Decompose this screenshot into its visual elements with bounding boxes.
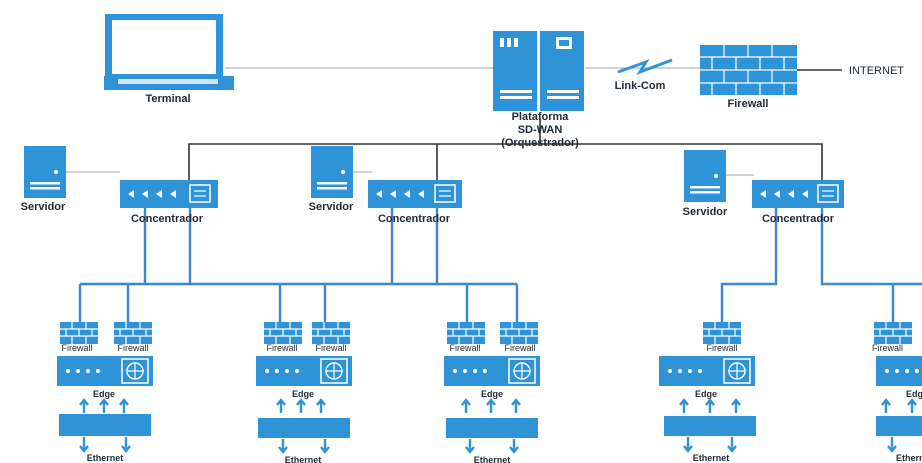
firewall-main-label: Firewall — [728, 98, 769, 110]
firewall-label: Firewall — [706, 343, 737, 353]
platform-label-3: (Orquestrador) — [501, 137, 579, 149]
ethernet-switch-icon — [258, 398, 350, 454]
firewall-label: Firewall — [117, 343, 148, 353]
firewall-label: Firewall — [266, 343, 297, 353]
tower-server-icon — [311, 146, 353, 198]
ethernet-label: Ethernet — [474, 455, 511, 463]
concentrador-label-2: Concentrador — [378, 213, 451, 225]
brick-firewall-icon — [312, 322, 350, 344]
edge-label: Edge — [906, 389, 922, 399]
ethernet-label: Ethernet — [693, 453, 730, 463]
switch-icon — [368, 180, 462, 208]
ethernet-switch-icon — [446, 398, 538, 454]
ethernet-label: Ethernet — [285, 455, 322, 463]
laptop-icon — [104, 14, 234, 90]
edge-label: Edge — [481, 389, 503, 399]
distribution-wires — [78, 208, 922, 322]
brick-firewall-icon — [500, 322, 538, 344]
firewall-label: Firewall — [449, 343, 480, 353]
edge-router-icon — [57, 356, 153, 386]
brick-firewall-icon — [874, 322, 912, 344]
brick-firewall-icon — [60, 322, 98, 344]
ethernet-label: Ethernet — [896, 453, 922, 463]
platform-label-2: SD-WAN — [518, 124, 563, 136]
edge-label: Edge — [292, 389, 314, 399]
edge-router-icon — [444, 356, 540, 386]
switch-icon — [752, 180, 844, 208]
switch-icon — [120, 180, 218, 208]
edge-router-icon — [256, 356, 352, 386]
ethernet-switch-icon — [664, 398, 756, 453]
tower-server-icon — [24, 146, 66, 198]
tower-server-icon — [684, 150, 726, 202]
servidor-label-2: Servidor — [309, 201, 354, 213]
concentrador-label-1: Concentrador — [131, 213, 204, 225]
edge-router-icon — [876, 356, 922, 386]
terminal-label: Terminal — [145, 93, 190, 105]
platform-label-1: Plataforma — [512, 111, 570, 123]
edge-label: Edge — [93, 389, 115, 399]
internet-label: INTERNET — [849, 65, 904, 77]
firewall-label: Firewall — [315, 343, 346, 353]
ethernet-label: Ethernet — [87, 453, 124, 463]
concentrador-label-3: Concentrador — [762, 213, 835, 225]
ethernet-switch-icon — [876, 398, 922, 453]
server-rack-icon — [493, 31, 584, 111]
lightning-icon — [617, 58, 673, 75]
brick-firewall-icon — [703, 322, 741, 344]
brick-firewall-icon — [114, 322, 152, 344]
backbone-bus — [188, 143, 823, 186]
firewall-label: Firewall — [61, 343, 92, 353]
linkcom-label: Link-Com — [615, 80, 666, 92]
ethernet-switch-icon — [59, 398, 151, 453]
servidor-label-3: Servidor — [683, 206, 728, 218]
firewall-label: Firewall — [872, 343, 903, 353]
brick-firewall-icon — [700, 45, 797, 95]
brick-firewall-icon — [264, 322, 302, 344]
edge-router-icon — [659, 356, 755, 386]
edge-label: Edge — [695, 389, 717, 399]
brick-firewall-icon — [447, 322, 485, 344]
servidor-label-1: Servidor — [21, 201, 66, 213]
firewall-label: Firewall — [504, 343, 535, 353]
